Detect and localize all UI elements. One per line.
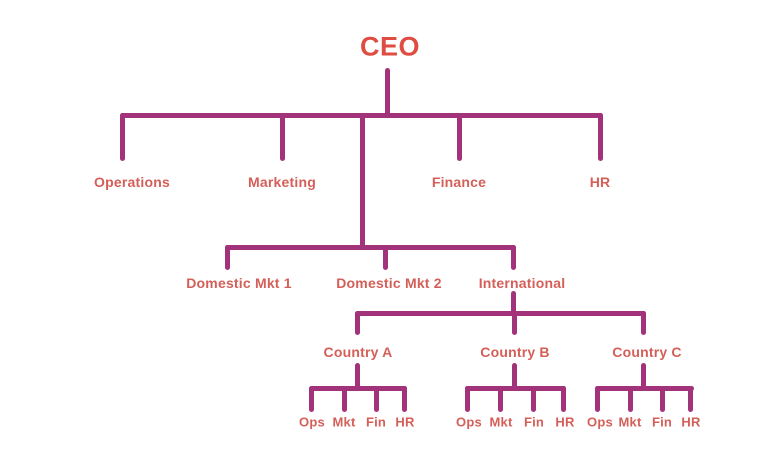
connector-international-stem [511, 291, 516, 316]
connector-drop-c-fin [660, 386, 665, 412]
connector-drop-country-b [512, 311, 517, 335]
connector-drop-international [511, 245, 516, 270]
node-country-c-hr: HR [681, 414, 701, 430]
node-domestic-mkt-2: Domestic Mkt 2 [336, 275, 442, 291]
connector-drop-a-mkt [342, 386, 347, 412]
connector-drop-marketing [280, 113, 285, 161]
connector-marketing-feed [360, 116, 365, 250]
connector-drop-country-c [641, 311, 646, 335]
node-country-c-mkt: Mkt [618, 414, 642, 430]
node-country-c: Country C [612, 344, 682, 360]
node-country-c-fin: Fin [651, 414, 673, 430]
connector-drop-hr [598, 113, 603, 161]
connector-drop-b-hr [561, 386, 566, 412]
node-country-a-hr: HR [395, 414, 415, 430]
connector-country-b-stem [512, 363, 517, 390]
node-country-a-mkt: Mkt [332, 414, 356, 430]
node-marketing: Marketing [248, 174, 316, 190]
node-country-b-fin: Fin [523, 414, 545, 430]
node-domestic-mkt-1: Domestic Mkt 1 [186, 275, 292, 291]
node-ceo: CEO [359, 31, 421, 62]
connector-drop-b-ops [465, 386, 470, 412]
node-operations: Operations [94, 174, 170, 190]
connector-country-a-stem [355, 363, 360, 390]
node-country-b: Country B [480, 344, 550, 360]
connector-drop-a-fin [374, 386, 379, 412]
node-country-c-ops: Ops [587, 414, 613, 430]
connector-country-b-bar [465, 386, 566, 391]
node-country-a: Country A [323, 344, 393, 360]
connector-level3-bar [355, 311, 646, 316]
connector-level2-bar [225, 245, 516, 250]
connector-country-c-bar [595, 386, 694, 391]
node-country-b-hr: HR [555, 414, 575, 430]
connector-drop-c-ops [595, 386, 600, 412]
node-country-b-mkt: Mkt [489, 414, 513, 430]
connector-drop-domestic-mkt-1 [225, 245, 230, 270]
node-country-a-ops: Ops [299, 414, 325, 430]
node-country-a-fin: Fin [365, 414, 387, 430]
connector-drop-b-fin [531, 386, 536, 412]
connector-drop-domestic-mkt-2 [383, 245, 388, 270]
node-finance: Finance [431, 174, 487, 190]
connector-drop-c-mkt [628, 386, 633, 412]
node-international: International [478, 275, 566, 291]
connector-country-c-stem [641, 363, 646, 390]
connector-drop-a-hr [402, 386, 407, 412]
connector-drop-c-hr [688, 386, 693, 412]
node-country-b-ops: Ops [456, 414, 482, 430]
connector-ceo-stem [385, 68, 390, 118]
connector-country-a-bar [309, 386, 407, 391]
connector-drop-operations [120, 113, 125, 161]
connector-drop-country-a [355, 311, 360, 335]
connector-drop-b-mkt [498, 386, 503, 412]
node-hr: HR [589, 174, 611, 190]
connector-drop-a-ops [309, 386, 314, 412]
connector-drop-finance [457, 113, 462, 161]
connector-level1-bar [120, 113, 603, 118]
